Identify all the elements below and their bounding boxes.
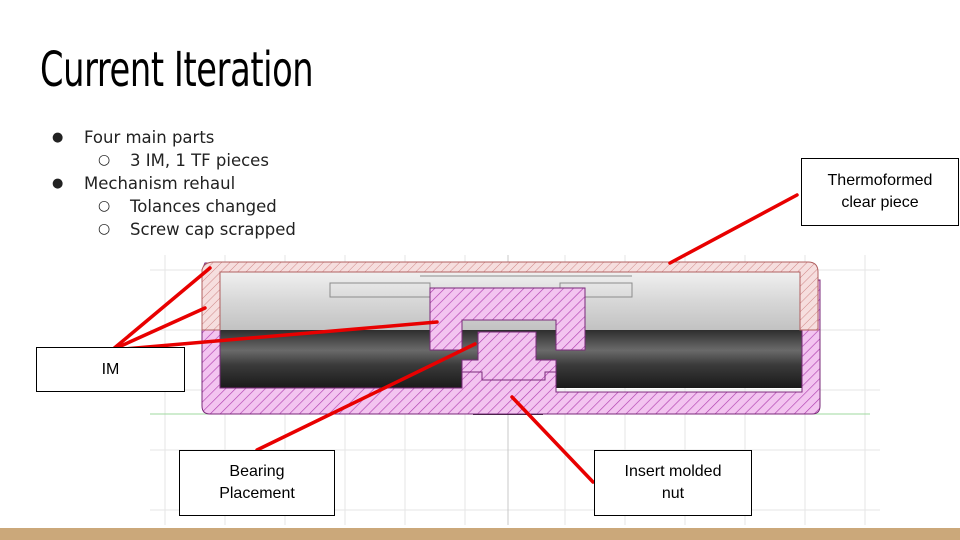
callout-insert-molded-nut: Insert molded nut — [594, 450, 752, 516]
sub-bullet-item: Screw cap scrapped — [60, 218, 296, 241]
im-bearing-mount — [429, 287, 586, 351]
sub-bullet-item: Tolances changed — [60, 195, 296, 218]
tf-clear-piece — [201, 261, 819, 331]
sub-bullet-item: 3 IM, 1 TF pieces — [60, 149, 296, 172]
callout-bearing-placement: Bearing Placement — [179, 450, 335, 516]
callout-insert-label: Insert molded nut — [624, 463, 722, 502]
bullet-list: Four main parts 3 IM, 1 TF pieces Mechan… — [52, 126, 296, 241]
leader-lines — [110, 193, 799, 484]
im-center-hub — [461, 331, 557, 381]
callout-thermoformed: Thermoformed clear piece — [801, 158, 959, 226]
slide-title: Current Iteration — [40, 42, 314, 98]
bullet-item: Mechanism rehaul — [52, 172, 296, 195]
bullet-item: Four main parts — [52, 126, 296, 149]
callout-bearing-label: Bearing Placement — [219, 463, 295, 502]
callout-im: IM — [36, 347, 185, 392]
callout-im-label: IM — [101, 360, 120, 378]
footer-bar — [0, 528, 960, 540]
callout-thermoformed-label: Thermoformed clear piece — [827, 172, 933, 211]
